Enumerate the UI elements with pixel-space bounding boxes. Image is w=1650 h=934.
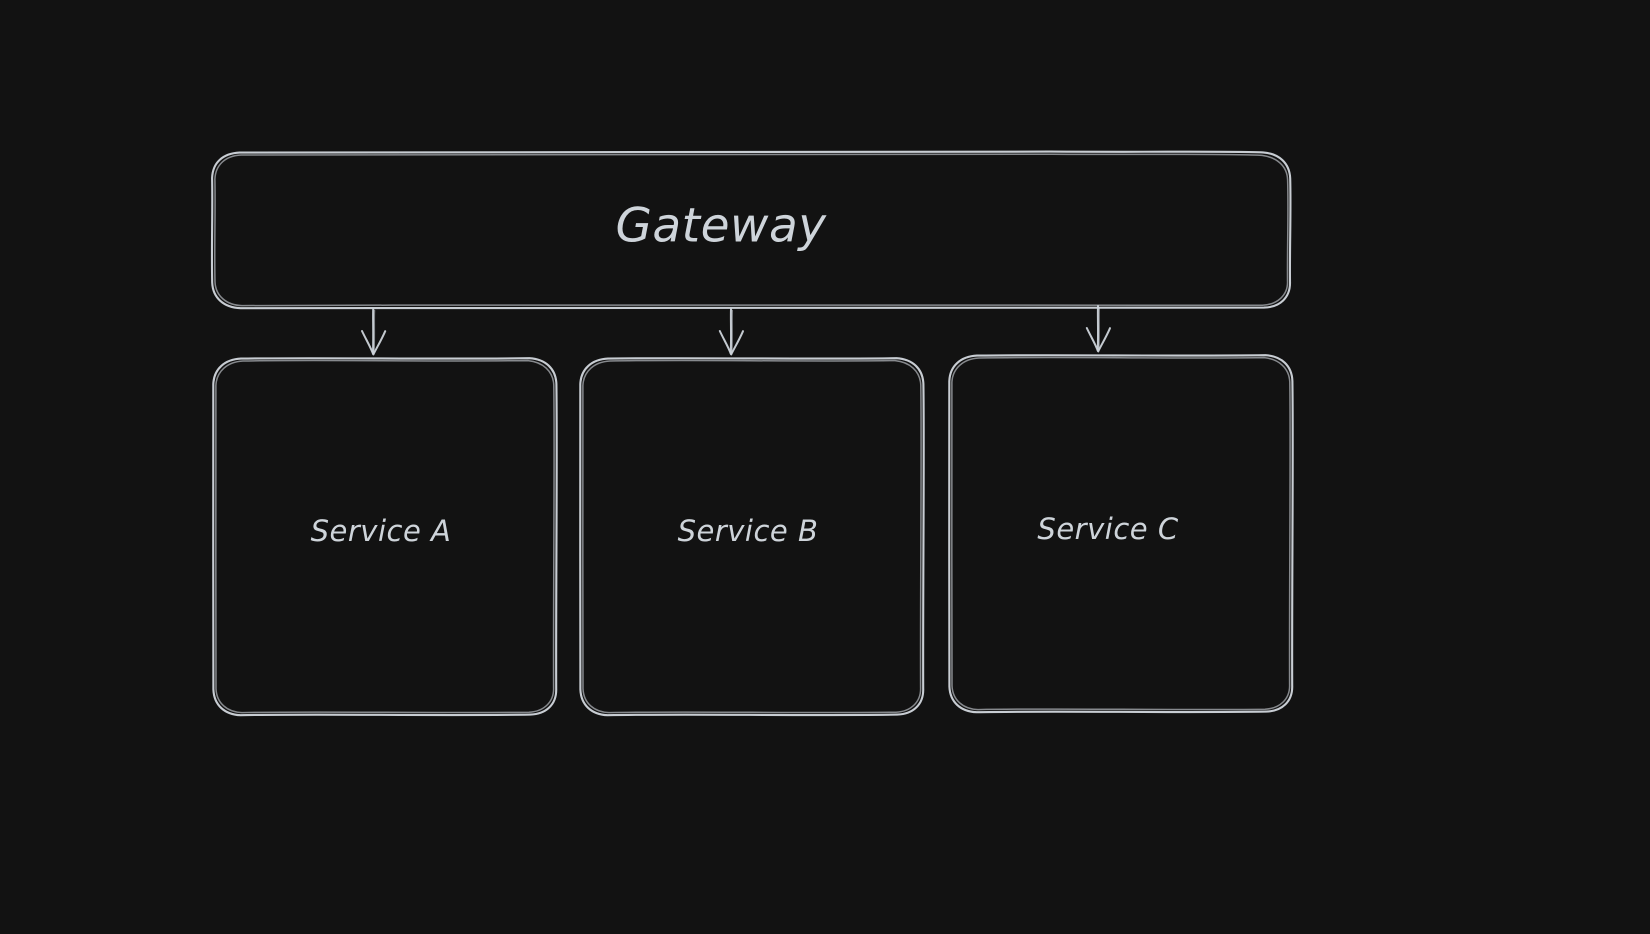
- edge-a-arrowhead: [361, 330, 387, 356]
- edge-gateway-service-c[interactable]: [1085, 305, 1111, 353]
- edge-c-arrowhead: [1085, 327, 1111, 353]
- service-a-outline-stroke-1: [212, 357, 558, 717]
- edge-b-arrowhead: [718, 330, 744, 356]
- service-a-fill: [214, 358, 556, 715]
- service-b-outline-stroke-1: [579, 357, 925, 717]
- node-service-c[interactable]: Service C: [948, 354, 1294, 714]
- node-service-b[interactable]: Service B: [579, 357, 925, 717]
- service-a-label: Service A: [311, 514, 452, 548]
- gateway-outline-stroke-2: [213, 153, 1289, 307]
- edge-gateway-service-a[interactable]: [361, 308, 387, 356]
- service-a-outline-stroke-2: [214, 359, 555, 714]
- service-c-outline-stroke-2: [950, 356, 1291, 711]
- service-b-outline-stroke-2: [581, 359, 922, 714]
- gateway-fill: [212, 152, 1290, 308]
- service-b-label: Service B: [678, 514, 819, 548]
- node-service-a[interactable]: Service A: [212, 357, 558, 717]
- gateway-outline-stroke-1: [210, 150, 1292, 310]
- service-c-fill: [950, 355, 1292, 712]
- edge-gateway-service-b[interactable]: [718, 308, 744, 356]
- gateway-label: Gateway: [615, 199, 827, 254]
- node-gateway[interactable]: Gateway: [210, 150, 1292, 310]
- service-c-label: Service C: [1037, 512, 1178, 546]
- service-c-outline-stroke-1: [948, 354, 1294, 714]
- service-b-fill: [581, 358, 923, 715]
